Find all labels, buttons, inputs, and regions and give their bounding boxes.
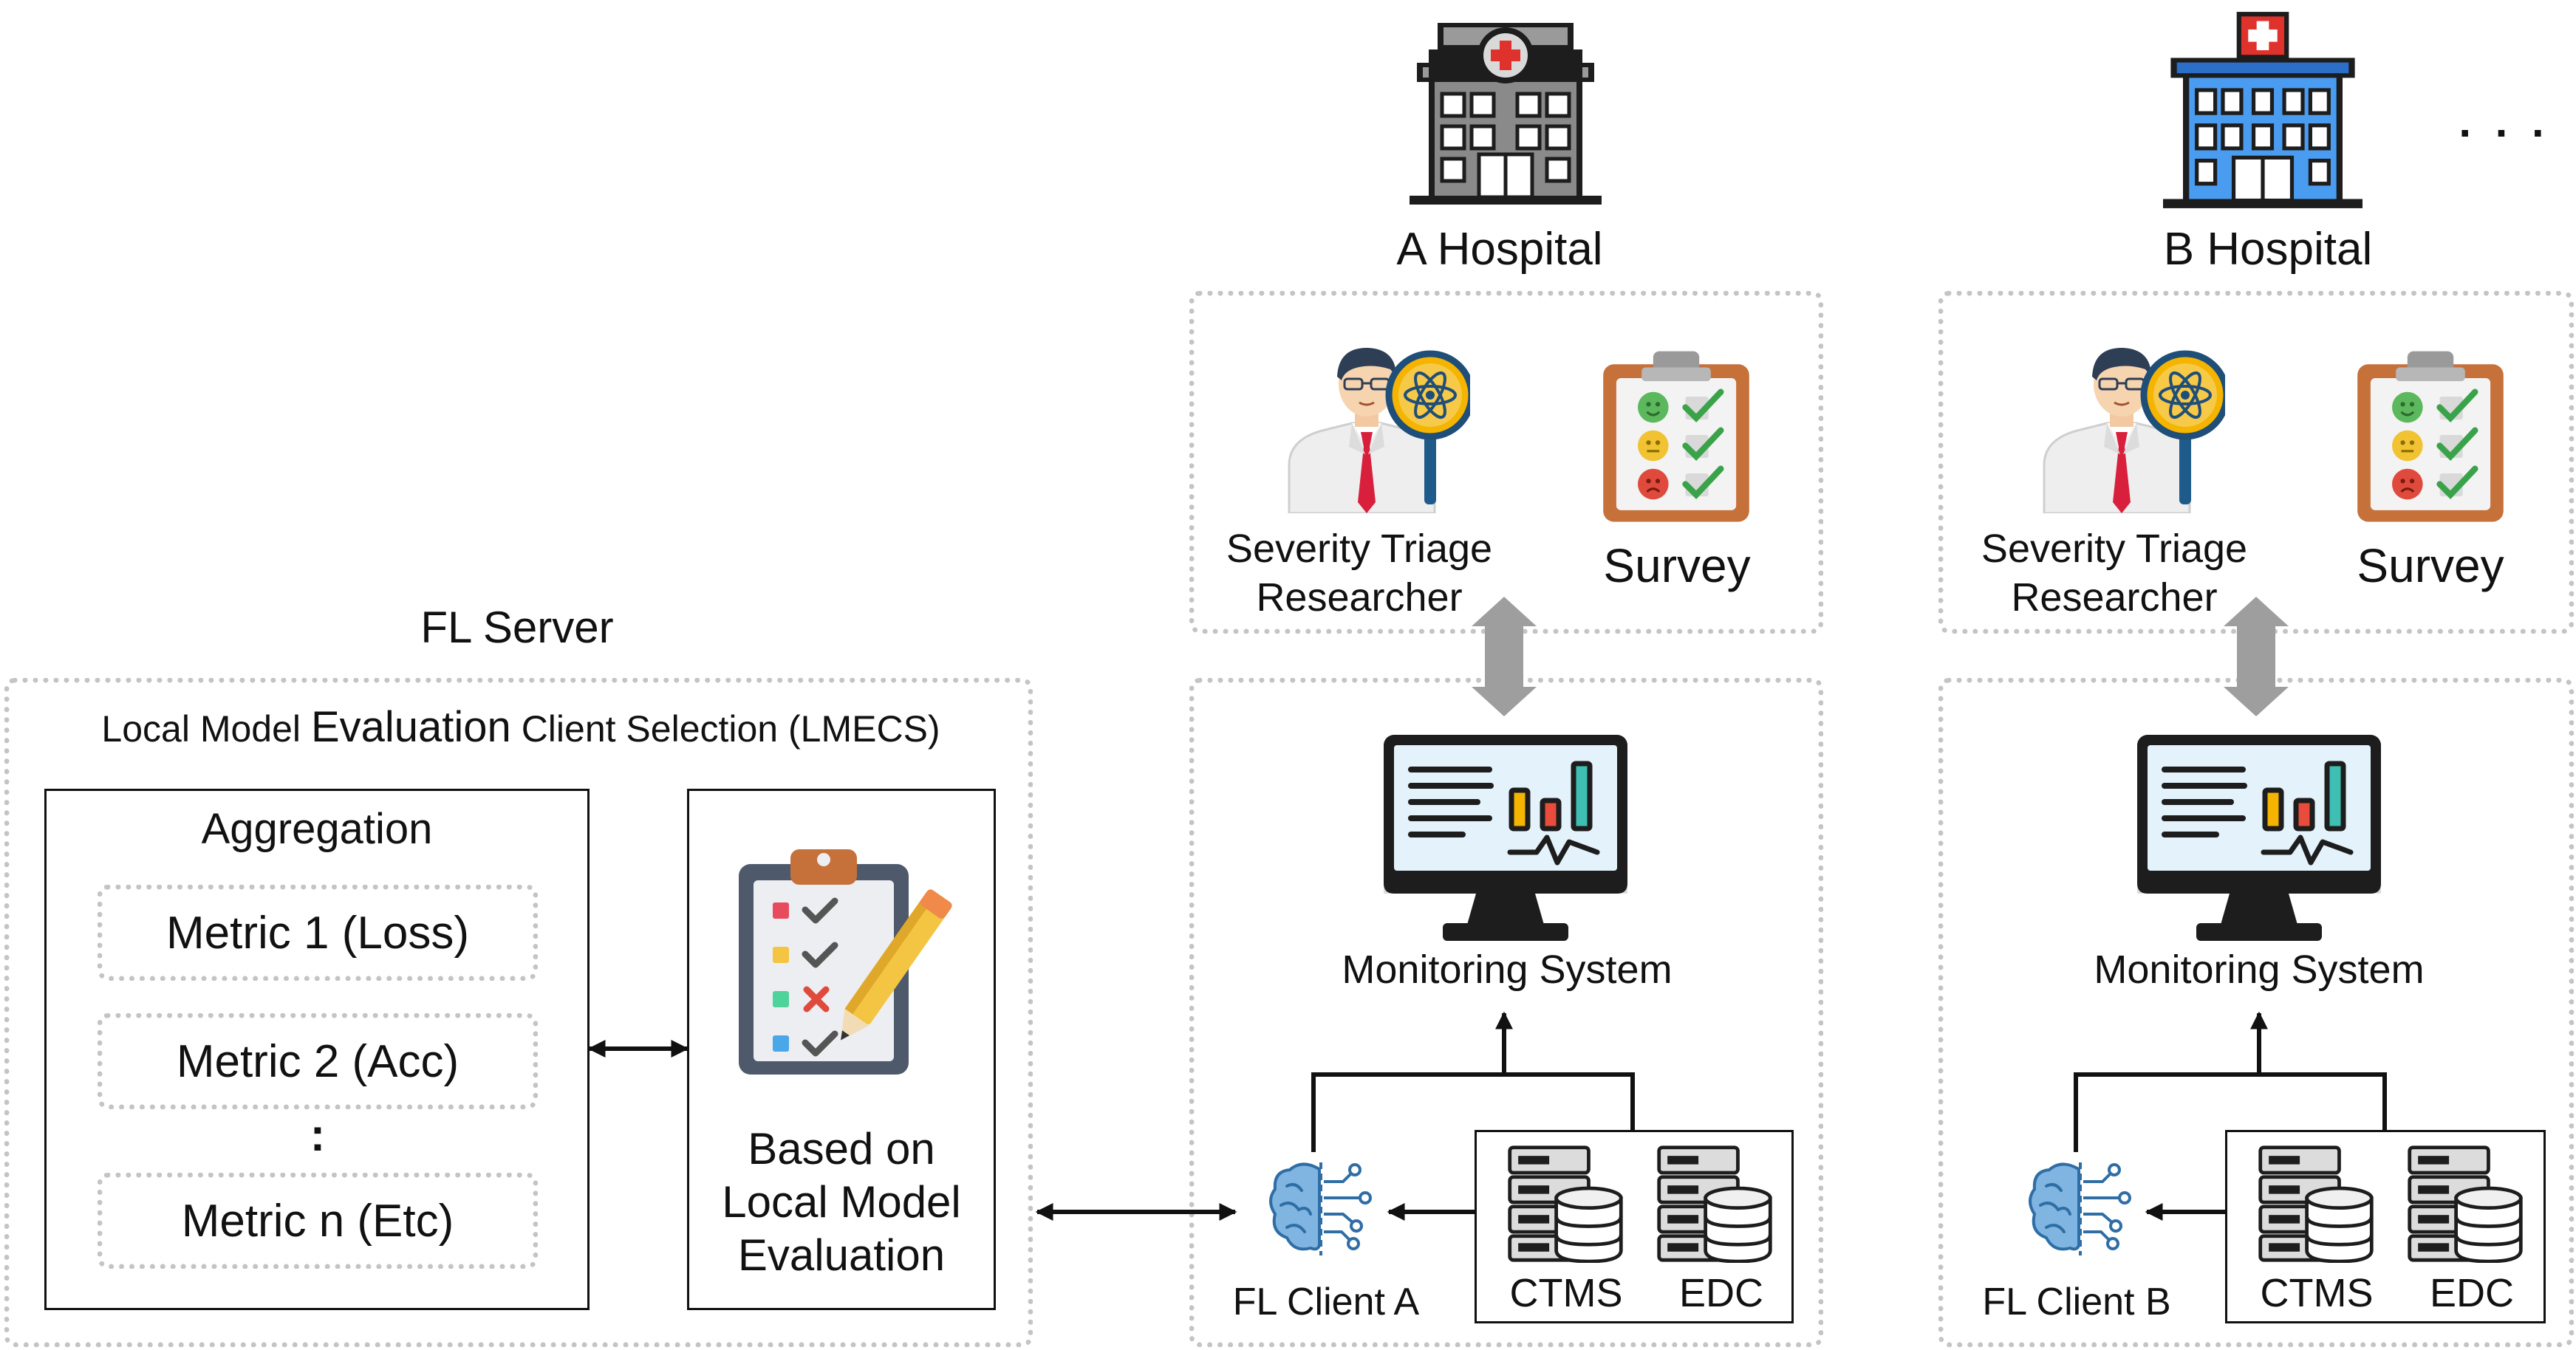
hospital-a-double-arrow bbox=[1472, 597, 1537, 716]
hospital-a-monitoring-label: Monitoring System bbox=[1342, 948, 1673, 992]
hospital-a-client-label: FL Client A bbox=[1232, 1281, 1420, 1323]
evaluation-text: Based on Local Model Evaluation bbox=[687, 1123, 996, 1282]
hospital-b-researcher-line-2: Researcher bbox=[2011, 575, 2218, 620]
evaluation-line-3: Evaluation bbox=[737, 1230, 946, 1280]
aggregation-title: Aggregation bbox=[201, 805, 433, 853]
lmecs-prefix: Local Model bbox=[101, 708, 301, 750]
hospital-b-researcher-line-1: Severity Triage bbox=[1981, 527, 2248, 571]
aggregation-box bbox=[44, 789, 590, 1310]
hospital-a-researcher-line-1: Severity Triage bbox=[1226, 527, 1493, 571]
hospital-b-edc-label: EDC bbox=[2429, 1271, 2514, 1315]
metric-label-2: Metric 2 (Acc) bbox=[176, 1036, 459, 1087]
metric-label-n: Metric n (Etc) bbox=[181, 1196, 454, 1247]
lmecs-suffix: Client Selection (LMECS) bbox=[521, 708, 940, 750]
hospital-b-name: B Hospital bbox=[2163, 224, 2373, 275]
lmecs-title: Local Model Evaluation Client Selection … bbox=[30, 703, 1012, 753]
fl-server-title: FL Server bbox=[420, 603, 614, 652]
hospital-b-client-label: FL Client B bbox=[1982, 1281, 2171, 1323]
metric-box-1 bbox=[98, 885, 538, 981]
hospital-a-edc-label: EDC bbox=[1678, 1271, 1763, 1315]
hospital-a-name: A Hospital bbox=[1396, 224, 1603, 275]
metric-ellipsis: : bbox=[310, 1110, 326, 1161]
hospital-b-monitoring-label: Monitoring System bbox=[2094, 948, 2425, 992]
metric-box-2 bbox=[98, 1013, 538, 1109]
hospital-b-db-box bbox=[2225, 1130, 2546, 1323]
evaluation-line-2: Local Model bbox=[722, 1177, 961, 1227]
hospital-b-survey-label: Survey bbox=[2357, 539, 2504, 592]
hospital-b-researcher-label: Severity Triage Researcher bbox=[1952, 524, 2277, 622]
hospital-b-ctms-label: CTMS bbox=[2260, 1271, 2374, 1315]
evaluation-line-1: Based on bbox=[748, 1124, 935, 1173]
lmecs-emphasis: Evaluation bbox=[310, 703, 511, 751]
hospital-a-researcher-line-2: Researcher bbox=[1256, 575, 1463, 620]
hospital-a-ctms-label: CTMS bbox=[1509, 1271, 1623, 1315]
hospital-a-researcher-label: Severity Triage Researcher bbox=[1197, 524, 1522, 622]
metric-box-n bbox=[98, 1173, 538, 1269]
hospital-a-db-box bbox=[1475, 1130, 1794, 1323]
hospital-b-double-arrow bbox=[2224, 597, 2289, 716]
fl-server-panel bbox=[4, 678, 1033, 1347]
hospital-a-tree-connector bbox=[1311, 1072, 1635, 1152]
metric-label-1: Metric 1 (Loss) bbox=[166, 908, 469, 959]
more-hospitals-ellipsis: . . . bbox=[2459, 97, 2550, 146]
hospital-a-survey-label: Survey bbox=[1603, 539, 1751, 592]
hospital-b-tree-connector bbox=[2074, 1072, 2387, 1152]
